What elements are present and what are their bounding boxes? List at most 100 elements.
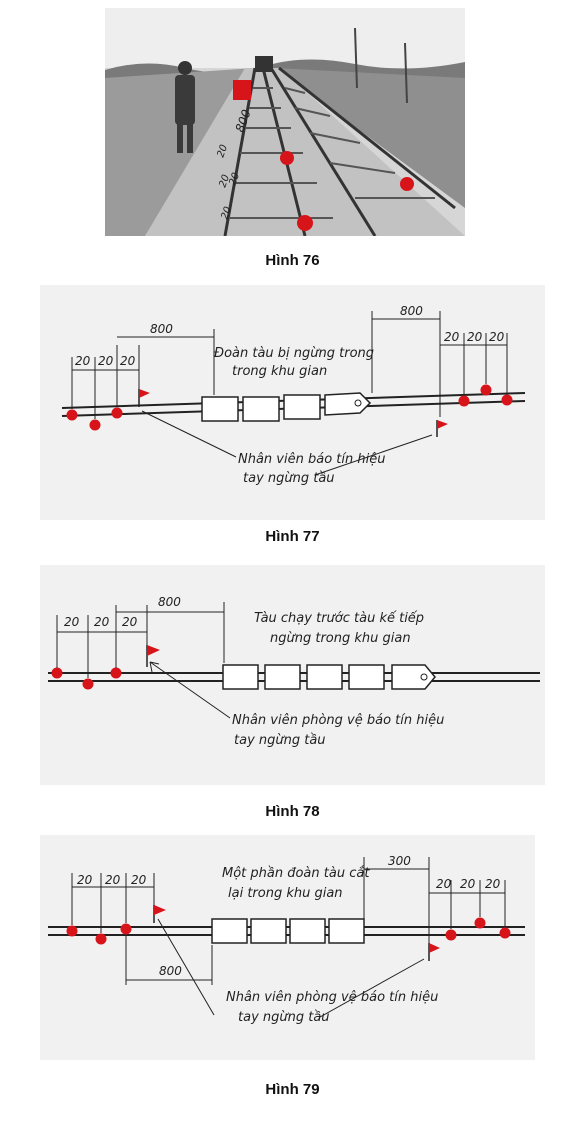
locomotive	[324, 392, 372, 416]
train-label-line-1: Đoàn tàu bị ngừng trong	[214, 346, 374, 361]
spacing-label: 20	[460, 877, 476, 891]
dimension-lines-left	[71, 329, 215, 419]
headlight	[420, 673, 428, 681]
figure-78-caption: Hình 78	[265, 803, 320, 820]
train-car	[250, 918, 287, 944]
arrow-head	[149, 661, 160, 673]
figure-78-diagram: 20 20 20 800 Tàu chạy trước tàu kế tiếp …	[40, 565, 545, 785]
detonator-marker	[110, 667, 122, 679]
pointer-line	[157, 918, 215, 1016]
distance-label-right: 300	[388, 854, 411, 868]
telegraph-pole	[354, 27, 358, 89]
signal-label-line-2: tay ngừng tầu	[243, 471, 335, 486]
spacing-label: 20	[94, 615, 110, 629]
locomotive	[391, 664, 436, 690]
dimension-lines-right	[363, 857, 506, 943]
spacing-label: 20	[444, 330, 460, 344]
detonator-marker	[297, 215, 313, 231]
spacing-label: 20	[436, 877, 452, 891]
ballast	[145, 68, 465, 236]
train-label-line-1: Một phần đoàn tàu cắt	[222, 866, 370, 881]
signal-label-line-2: tay ngừng tầu	[234, 733, 326, 748]
red-flag-icon	[146, 645, 160, 667]
detonator-marker	[95, 933, 107, 945]
spacing-label: 20	[64, 615, 80, 629]
detonator-marker	[120, 923, 132, 935]
mark-20: 20	[217, 173, 232, 189]
scan-background	[40, 835, 535, 1060]
train-car	[348, 664, 385, 690]
figure-76-caption: Hình 76	[265, 252, 320, 269]
headlight	[354, 399, 362, 407]
detonator-marker	[111, 407, 123, 419]
figure-76-illustration: 800 20 20 20 20	[105, 8, 465, 236]
pointer-line	[141, 410, 237, 458]
train-label-line-2: ngừng trong khu gian	[270, 631, 411, 646]
train-label-line-1: Tàu chạy trước tàu kế tiếp	[254, 611, 424, 626]
detonator-marker	[501, 394, 513, 406]
detonator-marker	[66, 409, 78, 421]
train-label-line-2: lại trong khu gian	[228, 886, 343, 901]
train-car	[264, 664, 301, 690]
distance-label-right: 800	[400, 304, 423, 318]
figure-77-caption: Hình 77	[265, 528, 320, 545]
distance-label-left: 800	[158, 595, 181, 609]
detonator-marker	[474, 917, 486, 929]
spacing-label: 20	[120, 354, 136, 368]
train-car	[242, 396, 280, 422]
signal-worker-figure	[175, 61, 195, 153]
detonator-marker	[445, 929, 457, 941]
detonator-marker	[89, 419, 101, 431]
distance-label-left: 800	[159, 964, 182, 978]
spacing-label: 20	[77, 873, 93, 887]
mark-20: 20	[227, 171, 242, 187]
signal-label-line-2: tay ngừng tầu	[238, 1010, 330, 1025]
spacing-label: 20	[489, 330, 505, 344]
red-flag-icon	[436, 420, 448, 437]
train-car	[306, 664, 343, 690]
dimension-lines-left	[56, 602, 225, 678]
distant-locomotive	[255, 56, 273, 72]
train-car	[328, 918, 365, 944]
distance-label-left: 800	[150, 322, 173, 336]
detonator-marker	[82, 678, 94, 690]
detonator-marker	[400, 177, 414, 191]
signal-label-line-1: Nhân viên báo tín hiệu	[238, 452, 385, 467]
spacing-label: 20	[122, 615, 138, 629]
train-label-line-2: trong khu gian	[232, 364, 327, 379]
pointer-line	[319, 958, 425, 1018]
figure-79-caption: Hình 79	[265, 1081, 320, 1098]
mark-20: 20	[215, 143, 230, 159]
train-car	[201, 396, 239, 422]
figure-79-diagram: 20 20 20 800 300 20 20 20 Một phần đoàn …	[40, 835, 535, 1060]
detonator-marker	[499, 927, 511, 939]
spacing-label: 20	[98, 354, 114, 368]
train-car	[289, 918, 326, 944]
pointer-line	[149, 661, 231, 719]
red-flag-icon	[138, 389, 150, 407]
rail	[269, 67, 377, 236]
detonator-marker	[66, 925, 78, 937]
red-flag-icon	[153, 905, 166, 923]
train-car	[211, 918, 248, 944]
detonator-marker	[280, 151, 294, 165]
dimension-lines-right	[371, 311, 508, 417]
detonator-marker	[480, 384, 492, 396]
detonator-marker	[51, 667, 63, 679]
train-car	[222, 664, 259, 690]
figure-77-diagram: 20 20 20 800 800 20 20 20 Đoàn tàu bị ng…	[40, 285, 545, 520]
spacing-label: 20	[131, 873, 147, 887]
signal-label-line-1: Nhân viên phòng vệ báo tín hiệu	[232, 713, 444, 728]
detonator-marker	[458, 395, 470, 407]
sleepers	[229, 87, 435, 219]
sky	[105, 8, 465, 68]
spacing-label: 20	[485, 877, 501, 891]
signal-label-line-1: Nhân viên phòng vệ báo tín hiệu	[226, 990, 438, 1005]
train-car	[283, 394, 321, 420]
dimension-lines-left	[71, 873, 213, 985]
spacing-label: 20	[105, 873, 121, 887]
mark-20: 20	[219, 205, 234, 221]
pointer-line	[314, 434, 433, 476]
rail	[278, 66, 456, 210]
red-flag-icon	[428, 943, 440, 961]
